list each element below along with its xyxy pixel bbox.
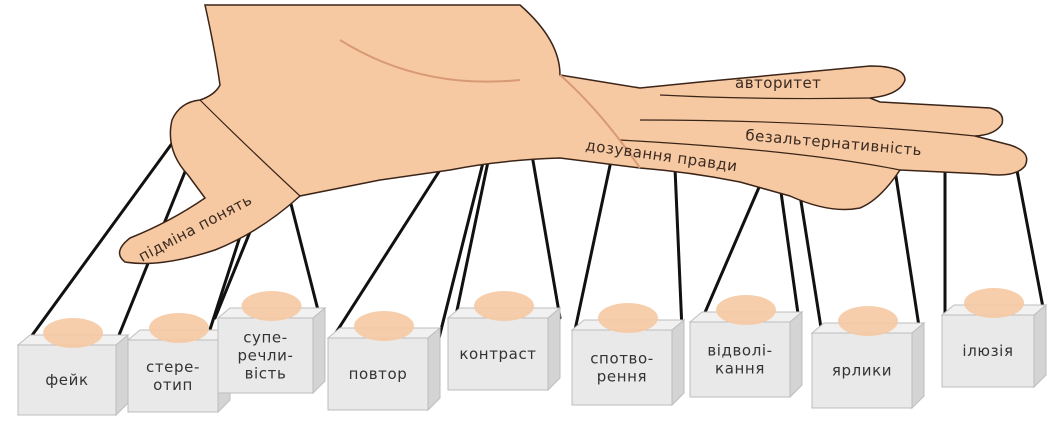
box-label: відволі-кання — [707, 342, 772, 378]
box-label-line: відволі- — [707, 342, 772, 360]
box-side — [548, 308, 560, 390]
puppet-box-2: стере-отип — [128, 313, 230, 412]
puppet-box-4: повтор — [328, 311, 440, 410]
puppet-box-8: ярлики — [812, 306, 924, 408]
box-label: спотво-рення — [590, 350, 654, 386]
string-13 — [780, 185, 800, 328]
box-label-line: спотво- — [590, 350, 654, 368]
puppet-head — [838, 306, 898, 336]
puppet-box-5: контраст — [448, 291, 560, 390]
box-label-line: ярлики — [832, 362, 892, 380]
box-side — [1034, 305, 1046, 387]
string-15 — [895, 170, 920, 333]
puppet-head — [149, 313, 209, 343]
box-label-line: стере- — [146, 358, 200, 376]
box-label-line: супе- — [243, 329, 288, 347]
box-side — [912, 323, 924, 408]
puppet-box-6: спотво-рення — [572, 303, 684, 405]
box-label: супе-речли-вість — [238, 329, 294, 383]
box-label-line: фейк — [45, 371, 88, 389]
box-label: повтор — [349, 365, 408, 383]
box-label-line: вість — [245, 365, 287, 383]
puppet-boxes: фейк стере-отип супе-речли-вість повтор конт… — [18, 288, 1046, 415]
box-label-line: ілюзія — [962, 342, 1013, 360]
hand-palm — [120, 5, 1027, 264]
puppet-head — [242, 291, 302, 321]
box-label: стере-отип — [146, 358, 200, 394]
box-label-line: отип — [153, 376, 193, 394]
box-label: контраст — [459, 345, 536, 363]
box-side — [428, 328, 440, 410]
box-side — [672, 320, 684, 405]
box-label: фейк — [45, 371, 88, 389]
hand: авторитет безальтернативність дозування … — [120, 5, 1027, 266]
puppet-head — [43, 318, 103, 348]
label-avtorytet: авторитет — [735, 74, 821, 92]
puppet-box-3: супе-речли-вість — [218, 291, 325, 393]
box-label-line: кання — [715, 360, 765, 378]
box-label: ярлики — [832, 362, 892, 380]
puppet-head — [964, 288, 1024, 318]
box-label-line: речли- — [238, 347, 294, 365]
puppet-head — [474, 291, 534, 321]
puppet-head — [598, 303, 658, 333]
puppet-box-9: ілюзія — [942, 288, 1046, 387]
string-14 — [800, 195, 822, 334]
box-side — [313, 308, 325, 393]
box-label-line: рення — [597, 368, 647, 386]
box-side — [790, 312, 802, 397]
box-label-line: контраст — [459, 345, 536, 363]
box-side — [116, 335, 128, 415]
box-label-line: повтор — [349, 365, 408, 383]
string-11 — [675, 168, 682, 330]
puppet-head — [354, 311, 414, 341]
string-17 — [1015, 160, 1045, 318]
box-label: ілюзія — [962, 342, 1013, 360]
puppet-head — [716, 295, 776, 325]
